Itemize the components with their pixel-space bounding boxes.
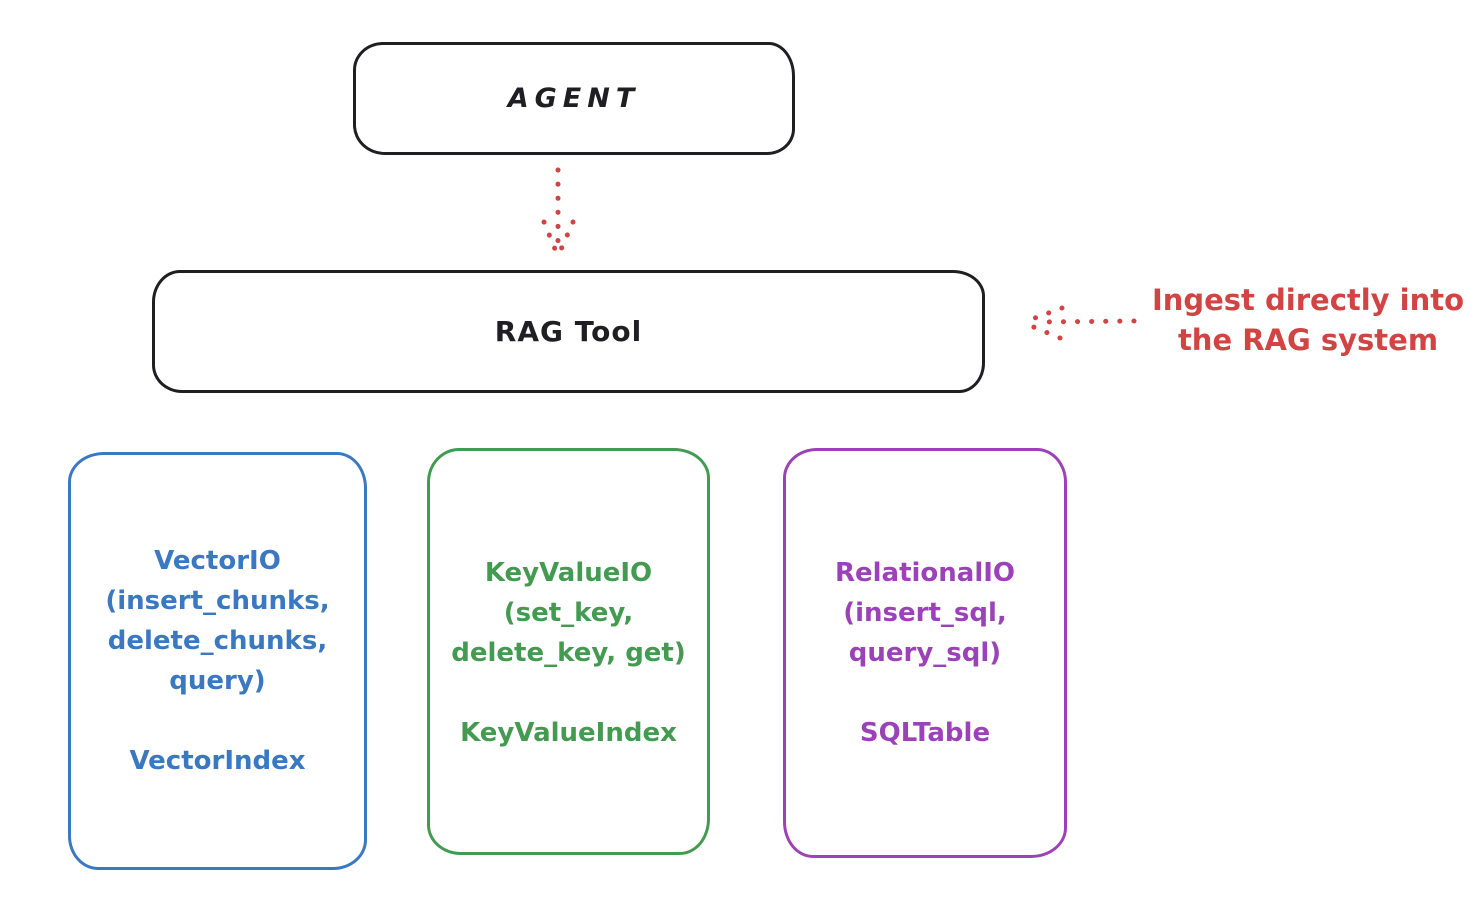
agent-label: AGENT xyxy=(507,83,641,114)
relational-io-card: RelationalIO (insert_sql, query_sql) SQL… xyxy=(783,448,1067,858)
rag-tool-label: RAG Tool xyxy=(494,315,643,348)
card-line: VectorIO xyxy=(154,546,281,576)
card-line: RelationalIO xyxy=(834,558,1016,588)
annotation-ingest: Ingest directly into the RAG system xyxy=(1138,280,1478,360)
card-line: delete_key, get) xyxy=(451,638,686,668)
keyvalue-io-card: KeyValueIO (set_key, delete_key, get) Ke… xyxy=(427,448,710,855)
annotation-line-2: the RAG system xyxy=(1177,323,1439,357)
sql-table-label: SQLTable xyxy=(859,718,991,748)
card-line: query_sql) xyxy=(848,638,1002,668)
agent-node: AGENT xyxy=(353,42,795,155)
arrow-down-icon xyxy=(541,167,576,257)
rag-tool-node: RAG Tool xyxy=(152,270,985,393)
card-line: (insert_chunks, xyxy=(105,586,330,616)
vector-io-card: VectorIO (insert_chunks, delete_chunks, … xyxy=(68,452,367,870)
annotation-line-1: Ingest directly into xyxy=(1151,283,1465,317)
card-line: KeyValueIO xyxy=(484,558,653,588)
card-line: query) xyxy=(169,666,266,696)
card-line: (insert_sql, xyxy=(843,598,1007,628)
keyvalue-index-label: KeyValueIndex xyxy=(460,718,677,748)
vector-index-label: VectorIndex xyxy=(129,746,306,776)
arrow-left-icon xyxy=(1021,305,1137,341)
card-line: delete_chunks, xyxy=(107,626,328,656)
card-line: (set_key, xyxy=(503,598,634,628)
